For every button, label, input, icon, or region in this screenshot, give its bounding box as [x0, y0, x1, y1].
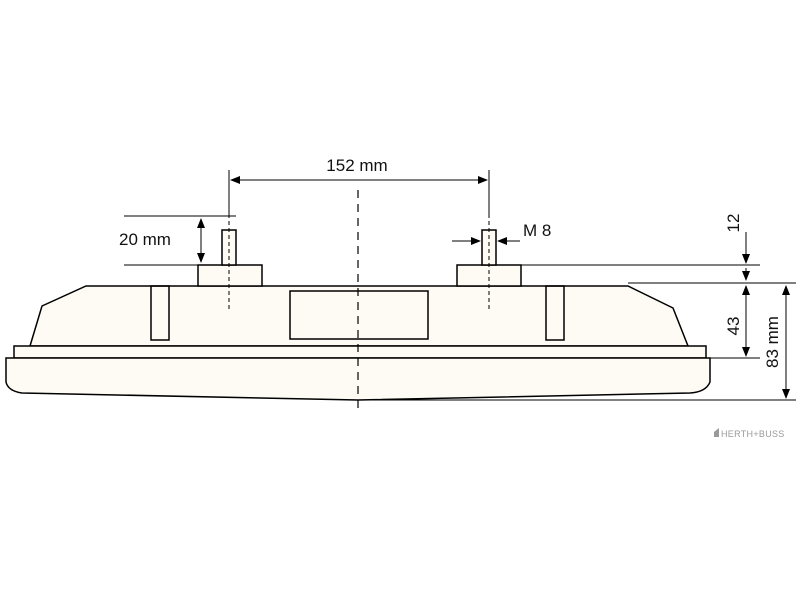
stud-length-label: 20 mm: [119, 230, 171, 249]
left-mount-pad: [197, 264, 263, 287]
center-window: [289, 290, 429, 340]
lamp-housing: [28, 285, 690, 347]
thread-label: M 8: [523, 221, 551, 240]
brand-logo-mark: [714, 428, 719, 437]
brand-logo: HERTH+BUSS: [714, 428, 785, 439]
right-mount-pad: [456, 264, 522, 287]
base-flange: [13, 345, 707, 359]
dimension-43-label: 43: [724, 317, 743, 336]
width-label: 152 mm: [326, 156, 387, 175]
left-rib: [150, 285, 170, 341]
right-rib: [545, 285, 565, 341]
dimension-83-label: 83 mm: [763, 316, 782, 368]
dimension-12-label: 12: [724, 214, 743, 233]
brand-logo-text: HERTH+BUSS: [721, 429, 785, 439]
